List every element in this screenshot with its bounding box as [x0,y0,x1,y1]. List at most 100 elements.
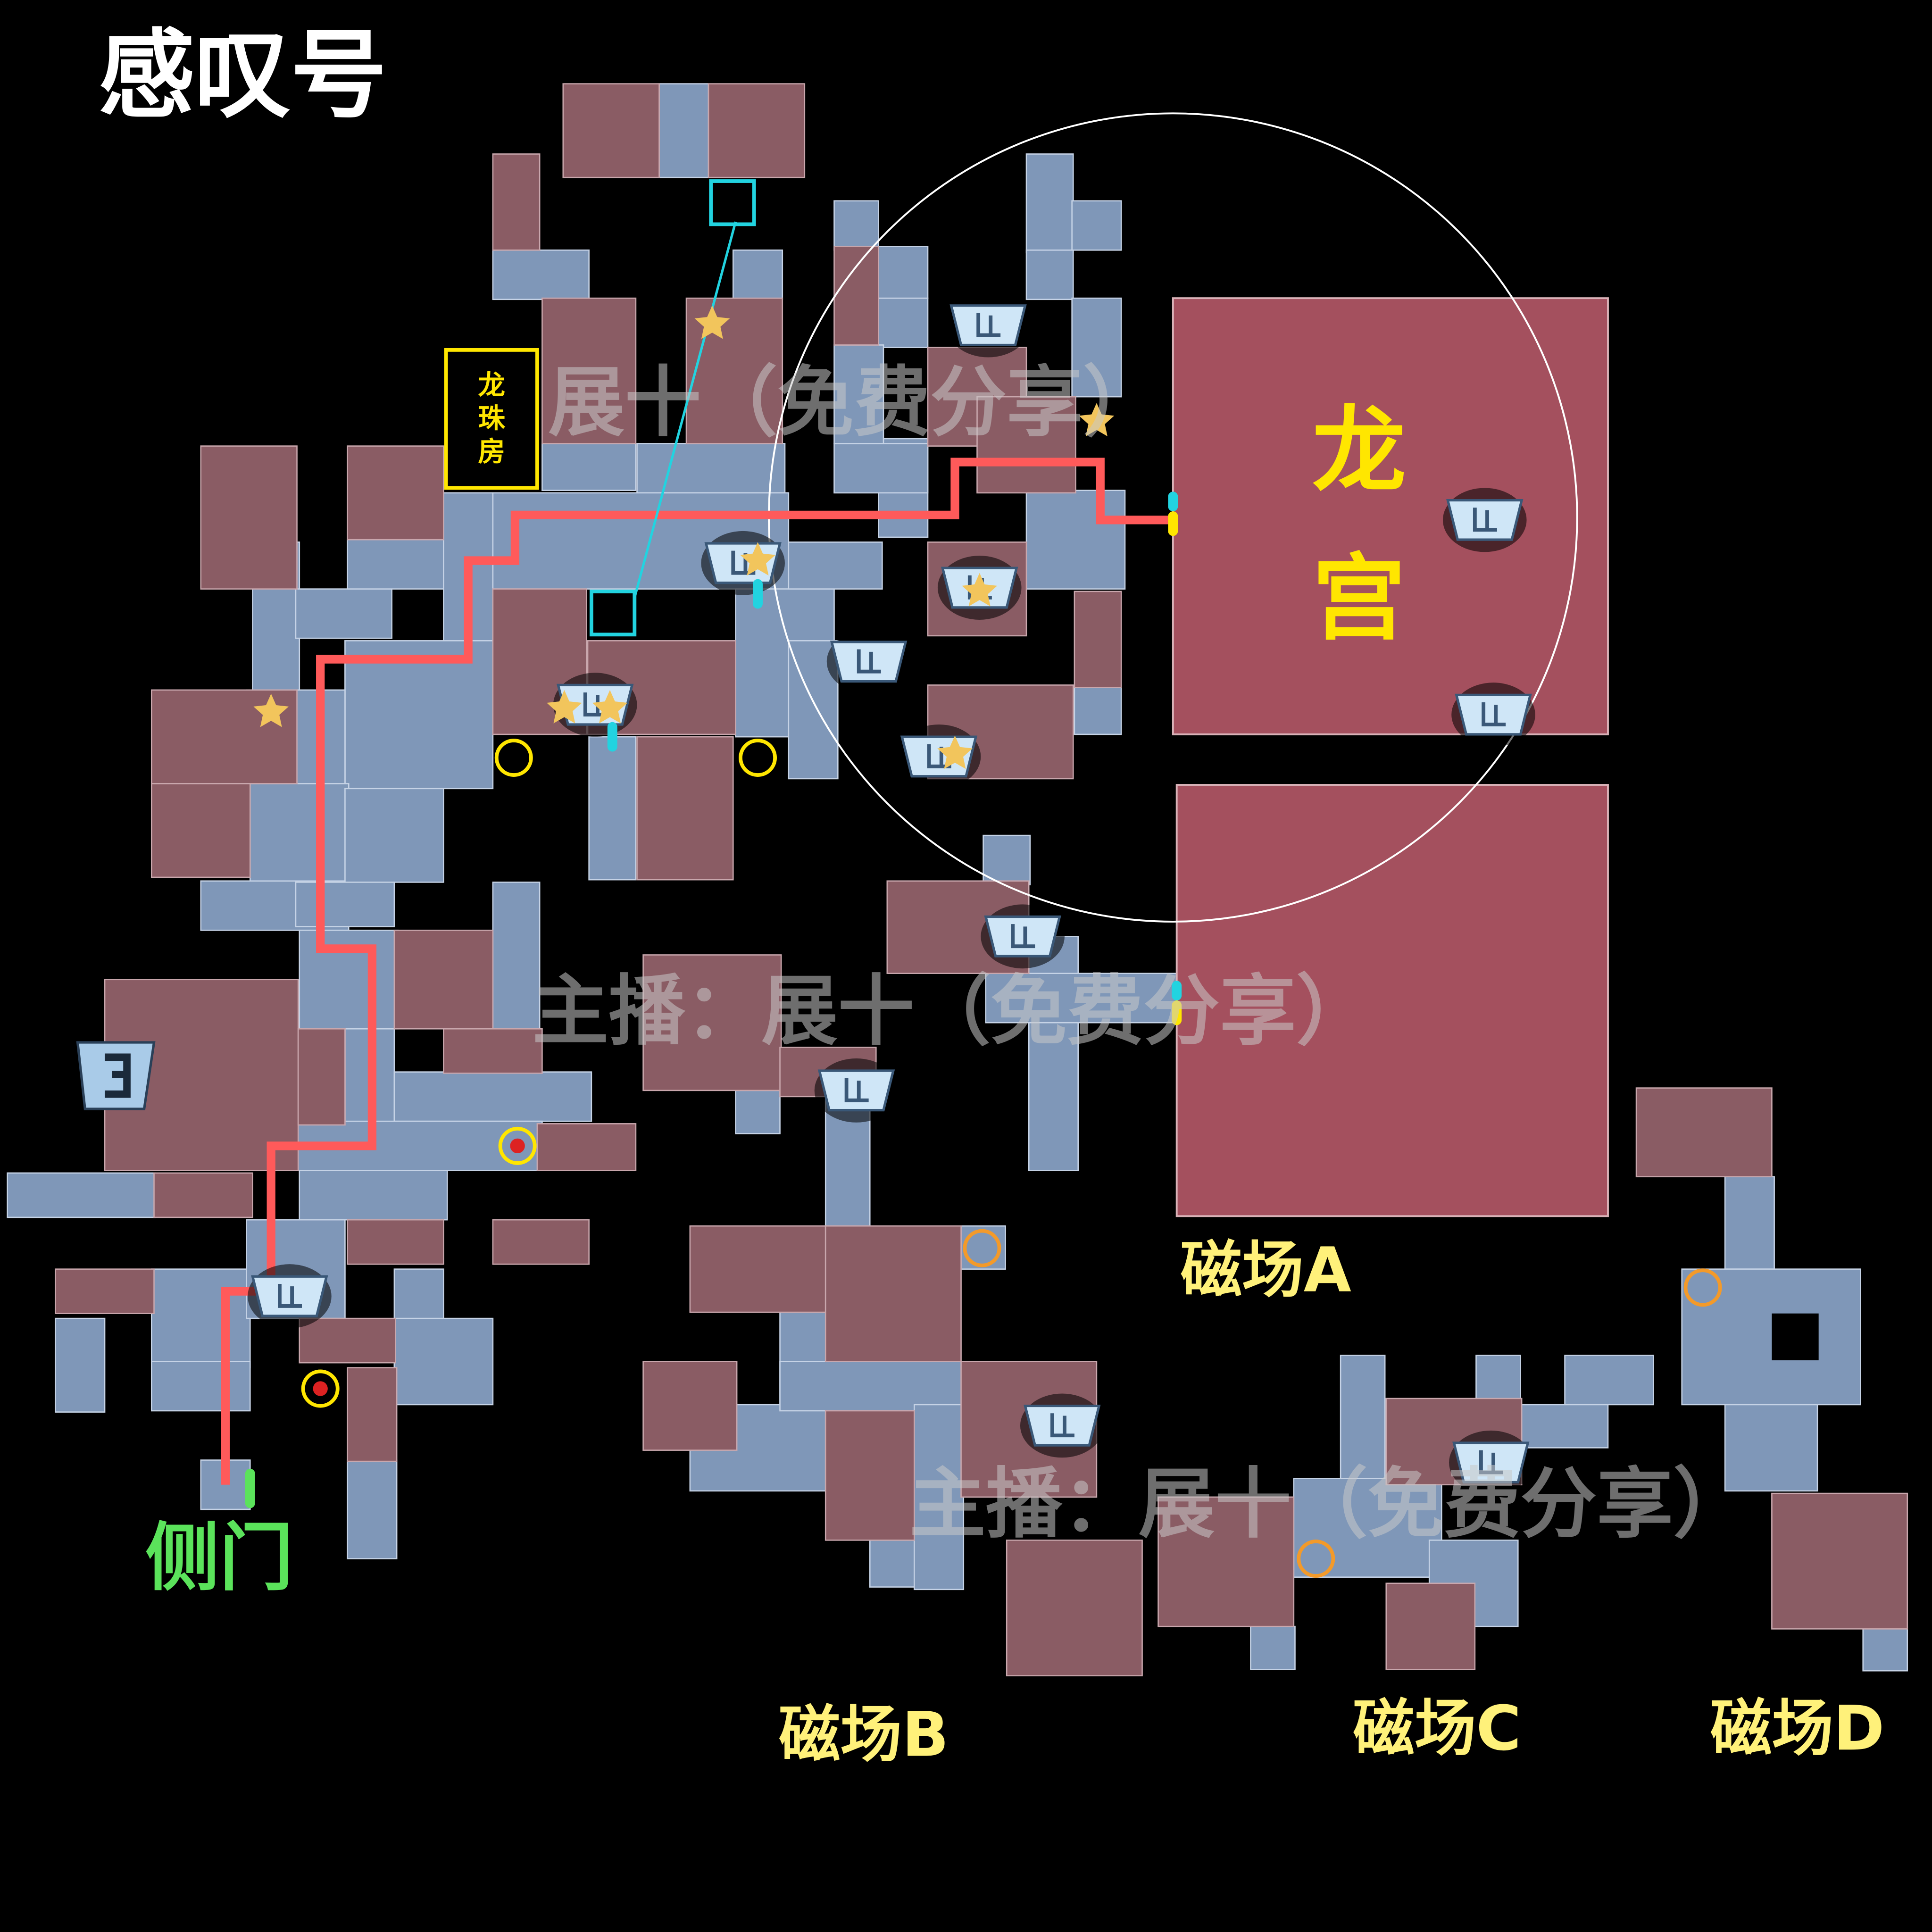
treasure-chest-icon[interactable] [814,1058,899,1123]
treasure-chest-icon[interactable] [1451,683,1535,747]
corridor [779,1361,966,1412]
corridor [55,1317,106,1413]
room [1158,1496,1295,1627]
room [492,153,541,251]
star-icon[interactable] [547,690,582,724]
treasure-chest-icon[interactable] [1442,488,1527,552]
star-icon[interactable] [962,573,998,607]
teleport-link [633,221,737,598]
door-marker-icon[interactable] [1168,511,1178,536]
door-marker-icon[interactable] [1168,491,1178,512]
corridor [1724,1404,1818,1492]
corridor [735,1090,781,1134]
corridor [151,1268,251,1368]
map-title: 感叹号 [99,20,387,132]
corridor [983,834,1031,885]
room [347,445,444,541]
room [200,445,298,590]
room [976,396,1076,494]
entrance-icon[interactable] [76,1041,156,1110]
room [393,929,494,1030]
void [1772,1313,1819,1360]
corridor [1475,1355,1521,1406]
corridor [393,1071,592,1122]
door-marker-icon[interactable] [1172,981,1182,1001]
treasure-chest-icon[interactable] [897,724,981,789]
orange-ring-marker-icon[interactable] [1297,1540,1335,1578]
corridor [541,443,637,491]
dragon-pearl-room-label-1: 龙 [478,369,505,401]
treasure-chest-icon[interactable] [826,629,911,694]
treasure-chest-icon[interactable] [1020,1393,1104,1458]
room [689,1225,826,1313]
orange-ring-marker-icon[interactable] [963,1229,1001,1267]
markers-layer [76,179,1722,1578]
corridor [833,200,879,251]
corridor [299,1170,448,1221]
room [55,1268,155,1314]
room [562,83,660,178]
room [347,1367,398,1462]
treasure-chest-icon[interactable] [1449,1430,1533,1495]
magnetic-field-b-label: 磁场B [779,1699,949,1770]
corridor [588,736,637,881]
treasure-chest-icon[interactable] [248,1264,332,1328]
door-marker-icon[interactable] [753,579,763,609]
door-marker-icon[interactable] [607,722,617,752]
corridor [1250,1625,1296,1670]
room [297,1028,346,1126]
corridor [1025,153,1074,253]
star-icon[interactable] [253,693,289,727]
room [642,954,782,1091]
corridor [7,1172,156,1218]
red-dot-icon [510,1138,525,1154]
door-marker-icon[interactable] [1172,1000,1182,1025]
corridor [658,83,709,178]
star-icon[interactable] [694,305,730,339]
room [153,1172,253,1218]
treasure-chest-icon[interactable] [981,904,1065,969]
room [541,297,637,444]
corridor [295,588,392,639]
corridor [1681,1268,1861,1406]
corridor [1564,1355,1654,1406]
corridor [347,1459,398,1559]
corridor [1521,1404,1609,1449]
corridor [636,443,786,494]
treasure-chest-icon[interactable] [701,531,785,595]
orange-ring-marker-icon[interactable] [1683,1268,1722,1307]
room [151,783,251,878]
dragon-pearl-room-label-3: 房 [478,436,505,467]
dragon-palace-room[interactable] [1172,297,1609,735]
yellow-ring-marker-icon[interactable] [494,739,533,777]
watermark: 主播：展十（免费分享） [909,1460,1749,1549]
corridor [1340,1355,1386,1479]
teleport-point-icon[interactable] [709,179,756,226]
corridor [1074,684,1122,735]
star-icon[interactable] [592,690,628,724]
star-icon[interactable] [937,735,973,769]
rooms-layer [7,83,1908,1676]
side-door-label: 侧门 [145,1515,293,1601]
route-path [221,458,1171,1485]
teleport-point-icon[interactable] [589,589,637,637]
treasure-chest-icon[interactable] [946,293,1030,358]
corridor [913,1404,965,1591]
corridor [347,539,447,590]
star-icon[interactable] [740,542,775,576]
yellow-ring-marker-icon[interactable] [498,1126,537,1165]
side-door-marker-icon[interactable] [245,1468,255,1508]
corridor [151,1361,251,1412]
corridor [1071,200,1122,251]
corridor [1025,490,1126,590]
yellow-ring-marker-icon[interactable] [301,1369,340,1408]
dragon-pearl-room-box[interactable] [444,348,539,490]
room [1771,1492,1908,1630]
yellow-ring-marker-icon[interactable] [739,739,777,777]
corridor [492,882,541,1031]
star-icon[interactable] [1079,403,1115,436]
magnetic-field-c-label: 磁场C [1353,1692,1521,1764]
corridor [878,246,929,299]
room [536,1123,637,1171]
